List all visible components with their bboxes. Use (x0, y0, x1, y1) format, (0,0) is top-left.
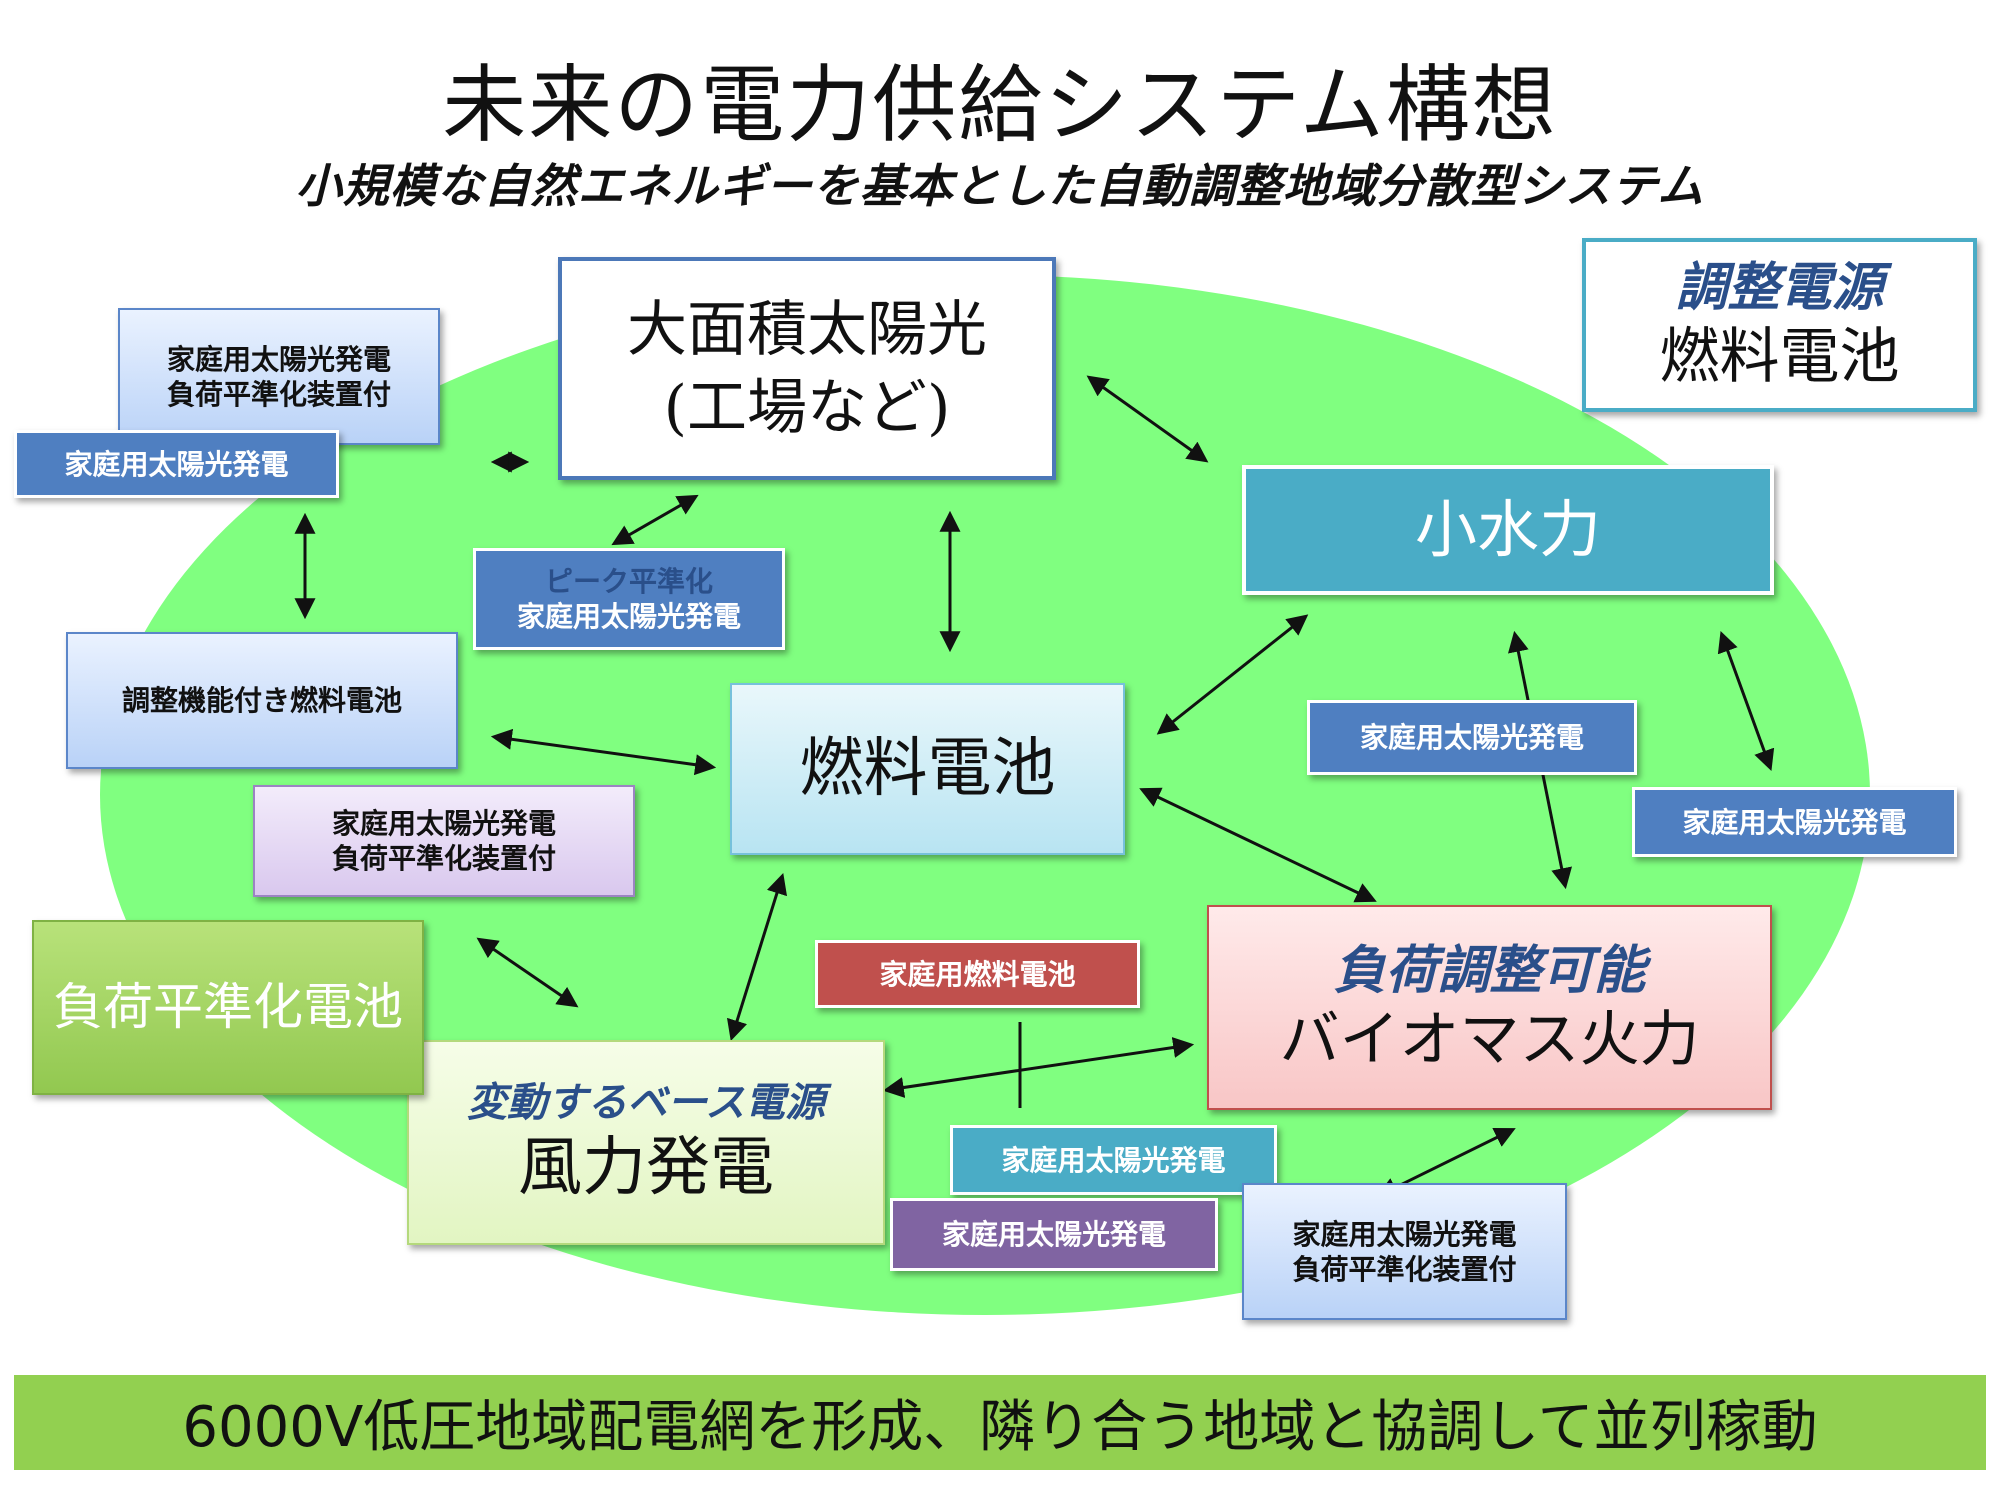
home-solar-leveling-bottom-box: 家庭用太陽光発電 負荷平準化装置付 (1242, 1183, 1567, 1320)
adj-fuel-cell-box: 調整機能付き燃料電池 (66, 632, 458, 769)
home-solar-leveling-bottom-line2: 負荷平準化装置付 (1292, 1252, 1517, 1286)
biomass-body: バイオマス火力 (1279, 1004, 1700, 1075)
arrow-fuelcell-wind (726, 872, 788, 1042)
adjust-power-heading: 調整電源 (1675, 257, 1884, 318)
arrow-battery-wind (476, 937, 579, 1008)
fuel-cell-center-label: 燃料電池 (799, 732, 1056, 806)
arrow-fuelcell-biomass (1139, 787, 1377, 903)
wind-heading: 変動するベース電源 (467, 1078, 825, 1126)
home-solar-leveling-topleft-box: 家庭用太陽光発電 負荷平準化装置付 (118, 308, 440, 445)
home-solar-far-right-box: 家庭用太陽光発電 (1632, 787, 1957, 857)
adj-fuel-cell-label: 調整機能付き燃料電池 (121, 684, 402, 717)
arrow-wind-biomass (882, 1037, 1195, 1098)
arrow-hydro-fuelcell (1156, 614, 1309, 735)
load-battery-label: 負荷平準化電池 (53, 978, 403, 1037)
connector-arrows (294, 375, 1775, 1197)
small-hydro-box: 小水力 (1242, 465, 1774, 595)
home-solar-topleft-label: 家庭用太陽光発電 (64, 447, 289, 481)
peak-leveling-line2: 家庭用太陽光発電 (516, 600, 741, 633)
footer-banner: 6000V低圧地域配電網を形成、隣り合う地域と協調して並列稼動 (14, 1375, 1986, 1470)
fuel-cell-center-box: 燃料電池 (730, 683, 1125, 855)
peak-leveling-box: ピーク平準化 家庭用太陽光発電 (473, 548, 785, 650)
home-solar-teal-label: 家庭用太陽光発電 (1001, 1143, 1226, 1177)
home-solar-far-right-label: 家庭用太陽光発電 (1682, 805, 1907, 839)
large-solar-title: 大面積太陽光 (627, 294, 987, 365)
wind-body: 風力発電 (518, 1130, 774, 1205)
home-solar-purple-label: 家庭用太陽光発電 (941, 1218, 1166, 1251)
home-fuel-cell-box: 家庭用燃料電池 (815, 940, 1140, 1008)
arrow-adjfuelcell-fuelcell (490, 728, 717, 776)
footer-text: 6000V低圧地域配電網を形成、隣り合う地域と協調して並列稼動 (182, 1395, 1818, 1460)
load-battery-box: 負荷平準化電池 (32, 920, 424, 1095)
arrow-solar-peak (611, 494, 699, 546)
page-title: 未来の電力供給システム構想 (442, 56, 1558, 154)
small-hydro-label: 小水力 (1414, 493, 1601, 567)
home-solar-leveling-mid-line2: 負荷平準化装置付 (331, 842, 556, 875)
large-solar-subtitle: (工場など) (663, 372, 951, 443)
home-solar-leveling-topleft-line2: 負荷平準化装置付 (166, 377, 391, 411)
home-solar-leveling-topleft-line1: 家庭用太陽光発電 (166, 342, 391, 376)
home-fuel-cell-label: 家庭用燃料電池 (879, 957, 1076, 991)
home-solar-leveling-mid-line1: 家庭用太陽光発電 (331, 807, 556, 840)
peak-leveling-line1: ピーク平準化 (544, 565, 713, 598)
home-solar-mid-right-box: 家庭用太陽光発電 (1307, 700, 1637, 775)
home-solar-leveling-mid-box: 家庭用太陽光発電 負荷平準化装置付 (253, 785, 635, 897)
adjust-power-box: 調整電源 燃料電池 (1582, 238, 1977, 412)
home-solar-topleft-box: 家庭用太陽光発電 (14, 430, 339, 498)
adjust-power-body: 燃料電池 (1659, 322, 1900, 392)
wind-box: 変動するベース電源 風力発電 (407, 1040, 885, 1245)
home-solar-leveling-bottom-line1: 家庭用太陽光発電 (1292, 1217, 1517, 1251)
page-subtitle: 小規模な自然エネルギーを基本とした自動調整地域分散型システム (295, 159, 1705, 213)
biomass-box: 負荷調整可能 バイオマス火力 (1207, 905, 1772, 1110)
home-solar-purple-box: 家庭用太陽光発電 (890, 1198, 1218, 1271)
large-solar-box: 大面積太陽光 (工場など) (558, 257, 1056, 480)
arrow-largesolar-hydro (1086, 375, 1209, 463)
home-solar-mid-right-label: 家庭用太陽光発電 (1359, 721, 1584, 754)
arrow-hydro-farright (1717, 631, 1775, 771)
home-solar-teal-box: 家庭用太陽光発電 (950, 1125, 1277, 1195)
biomass-heading: 負荷調整可能 (1333, 939, 1646, 1001)
